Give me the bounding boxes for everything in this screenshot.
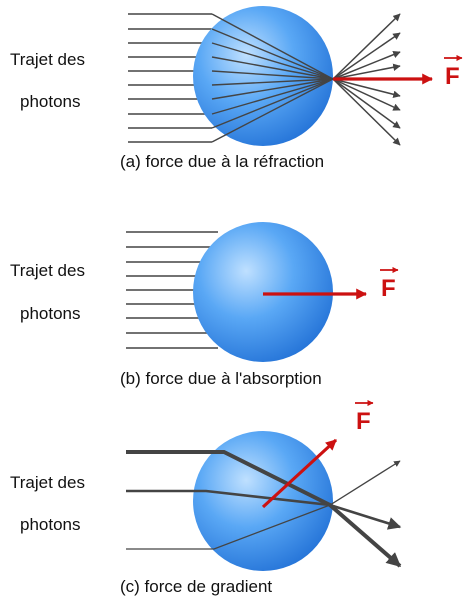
photon-path-label-line1-a: Trajet des	[10, 50, 85, 69]
caption-c: (c) force de gradient	[120, 577, 272, 596]
panel-gradient: F Trajet des photons (c) force de gradie…	[10, 399, 402, 596]
caption-b: (b) force due à l'absorption	[120, 369, 322, 388]
svg-text:F: F	[381, 275, 396, 302]
force-arrow-c	[261, 438, 338, 509]
sphere-a	[193, 6, 333, 146]
caption-a: (a) force due à la réfraction	[120, 152, 324, 171]
sphere-b	[193, 222, 333, 362]
photon-path-label-line2-b: photons	[20, 304, 81, 323]
photon-path-label-line2-c: photons	[20, 515, 81, 534]
force-symbol-c: F	[355, 399, 374, 435]
panel-refraction: F Trajet des photons (a) force due à la …	[10, 6, 463, 171]
panel-absorption: F Trajet des photons (b) force due à l'a…	[10, 222, 399, 388]
ray-thick-c	[126, 450, 402, 568]
svg-text:F: F	[356, 408, 371, 435]
sphere-c	[193, 431, 333, 571]
photon-path-label-line1-b: Trajet des	[10, 261, 85, 280]
incoming-rays-a	[128, 13, 212, 143]
force-symbol-b: F	[380, 266, 399, 302]
ray-medium-c	[126, 489, 402, 530]
photon-path-label-line2-a: photons	[20, 92, 81, 111]
photon-path-label-line1-c: Trajet des	[10, 473, 85, 492]
force-symbol-a: F	[444, 54, 463, 90]
ray-thin-c	[126, 460, 401, 550]
svg-text:F: F	[445, 63, 460, 90]
internal-rays-a	[211, 13, 334, 143]
outgoing-rays-a	[332, 13, 401, 146]
